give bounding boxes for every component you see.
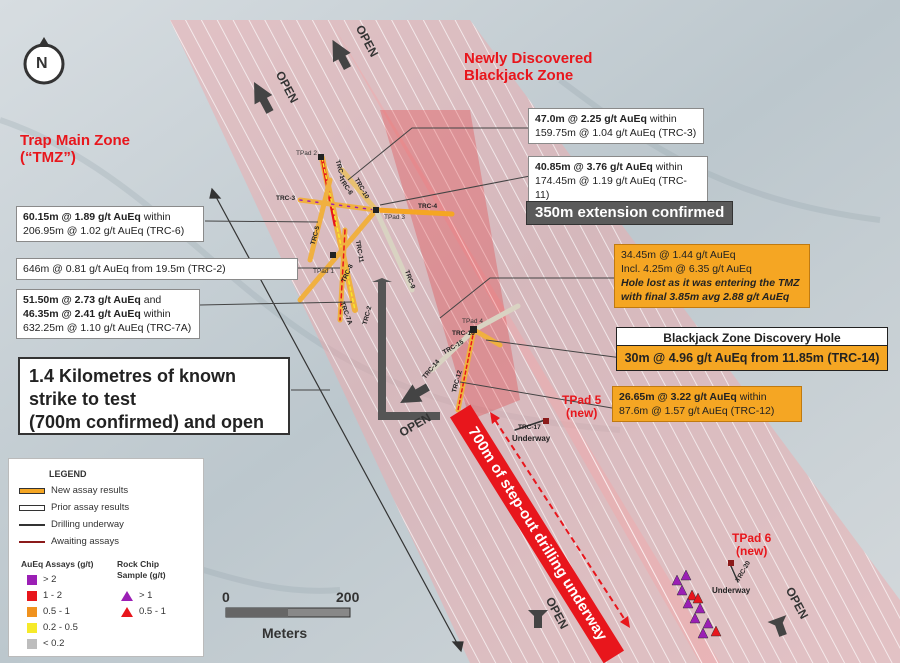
drill-pads: [318, 154, 734, 566]
aueq-swatch-1: [27, 574, 37, 585]
aueq-row-2: 1 - 2: [27, 590, 62, 601]
aueq-label-3: 0.5 - 1: [43, 606, 70, 617]
trc2-text: 646m @ 0.81 g/t AuEq from 19.5m (TRC-2): [23, 263, 226, 275]
tmz-zone-band: [170, 20, 720, 663]
trc12-line2: 87.6m @ 1.57 g/t AuEq (TRC-12): [619, 405, 775, 417]
open-arrows: [254, 39, 787, 637]
hole-label-trc3: TRC-3: [276, 195, 296, 202]
trc7a-and: and: [140, 294, 162, 306]
trc6-within: within: [140, 211, 171, 223]
aueq-row-5: < 0.2: [27, 638, 64, 649]
trc11-highlight: 40.85m @ 3.76 g/t AuEq: [535, 161, 653, 173]
legend-row-prior-assay: Prior assay results: [19, 502, 129, 513]
aueq-label-1: > 2: [43, 574, 57, 585]
trc11-within: within: [652, 161, 683, 173]
callout-trc12: 26.65m @ 3.22 g/t AuEq within 87.6m @ 1.…: [612, 386, 802, 422]
north-arrow: [23, 37, 65, 85]
aueq-label-2: 1 - 2: [43, 590, 63, 601]
trap-main-zone-title: Trap Main Zone (“TMZ”): [20, 132, 131, 166]
extension-callout: 350m extension confirmed: [526, 201, 734, 225]
tpad3-label: TPad 3: [384, 214, 405, 221]
rock-swatch-1: [121, 590, 133, 601]
aueq-title: AuEq Assays (g/t): [21, 559, 94, 569]
trc16-line1: 34.45m @ 1.44 g/t AuEq: [621, 249, 736, 261]
drilling-label: Drilling underway: [51, 519, 124, 530]
discovery-hole-value: 30m @ 4.96 g/t AuEq from 11.85m (TRC-14): [616, 345, 888, 371]
rock-chip-title: Rock Chip Sample (g/t): [117, 559, 166, 580]
underway-label-trc20: Underway: [712, 586, 751, 595]
blackjack-zone-band: [330, 20, 900, 663]
aueq-row-4: 0.2 - 0.5: [27, 622, 78, 633]
callout-trc7a: 51.50m @ 2.73 g/t AuEq and 46.35m @ 2.41…: [16, 289, 200, 339]
aueq-swatch-5: [27, 638, 37, 649]
legend-title: LEGEND: [49, 469, 87, 479]
callout-trc6: 60.15m @ 1.89 g/t AuEq within 206.95m @ …: [16, 206, 204, 242]
tpad2-label: TPad 2: [296, 150, 317, 157]
leader-lines: [199, 127, 623, 409]
trc16-line3: Hole lost as it was entering the TMZ: [621, 277, 800, 289]
aueq-label-4: 0.2 - 0.5: [43, 622, 78, 633]
drill-traces-blackjack: [429, 303, 739, 583]
callout-trc16: 34.45m @ 1.44 g/t AuEq Incl. 4.25m @ 6.3…: [614, 244, 810, 308]
trc16-line4: with final 3.85m avg 2.88 g/t AuEq: [621, 291, 790, 303]
new-assay-label: New assay results: [51, 485, 129, 496]
tpad1-label: TPad 1: [313, 268, 334, 275]
trc3-line2: 159.75m @ 1.04 g/t AuEq (TRC-3): [535, 127, 697, 139]
legend-panel: LEGEND New assay results Prior assay res…: [8, 458, 204, 657]
aueq-swatch-4: [27, 622, 37, 633]
legend-row-drilling: Drilling underway: [19, 519, 124, 530]
awaiting-label: Awaiting assays: [51, 536, 119, 547]
trc7a-within: within: [140, 308, 171, 320]
aueq-row-1: > 2: [27, 574, 56, 585]
tpad5-label: TPad 5 (new): [562, 393, 602, 420]
awaiting-swatch: [19, 540, 45, 543]
rock-swatch-2: [121, 606, 133, 617]
trc11-line2: 174.45m @ 1.19 g/t AuEq (TRC-11): [535, 175, 687, 201]
drill-traces-tmz: [297, 155, 455, 323]
trc3-within: within: [646, 113, 677, 125]
callout-trc3: 47.0m @ 2.25 g/t AuEq within 159.75m @ 1…: [528, 108, 704, 144]
aueq-swatch-3: [27, 606, 37, 617]
scale-start-label: 0: [222, 589, 230, 605]
rock-row-1: > 1: [121, 590, 152, 601]
trc3-highlight: 47.0m @ 2.25 g/t AuEq: [535, 113, 647, 125]
extension-arrow: [372, 278, 440, 420]
drilling-swatch: [19, 523, 45, 526]
north-label: N: [36, 55, 48, 72]
scale-end-label: 200: [336, 589, 360, 605]
rock-chip-samples: [671, 569, 722, 639]
prior-assay-swatch: [19, 504, 45, 511]
trc6-line2: 206.95m @ 1.02 g/t AuEq (TRC-6): [23, 225, 185, 237]
trc7a-highlight-1: 51.50m @ 2.73 g/t AuEq: [23, 294, 141, 306]
callout-trc2: 646m @ 0.81 g/t AuEq from 19.5m (TRC-2): [16, 258, 298, 280]
rock-label-1: > 1: [139, 590, 153, 601]
tpad4-label: TPad 4: [462, 318, 483, 325]
strike-box: 1.4 Kilometres of known strike to test (…: [18, 357, 290, 435]
hole-label-trc4: TRC-4: [418, 203, 438, 210]
new-assay-swatch: [19, 487, 45, 494]
underway-label-trc17: Underway: [512, 434, 551, 443]
trc7a-highlight-2: 46.35m @ 2.41 g/t AuEq: [23, 308, 141, 320]
trc7a-line3: 632.25m @ 1.10 g/t AuEq (TRC-7A): [23, 322, 192, 334]
stepout-arrow: [490, 412, 630, 628]
tpad6-label: TPad 6 (new): [732, 531, 772, 558]
blackjack-zone-title: Newly Discovered Blackjack Zone: [464, 50, 593, 84]
legend-row-new-assay: New assay results: [19, 485, 128, 496]
aueq-row-3: 0.5 - 1: [27, 606, 70, 617]
trc12-within: within: [736, 391, 767, 403]
callout-trc11: 40.85m @ 3.76 g/t AuEq within 174.45m @ …: [528, 156, 708, 206]
scale-unit-label: Meters: [262, 625, 308, 641]
trc6-highlight: 60.15m @ 1.89 g/t AuEq: [23, 211, 141, 223]
scale-bar: [225, 607, 351, 618]
trc12-highlight: 26.65m @ 3.22 g/t AuEq: [619, 391, 737, 403]
legend-row-awaiting: Awaiting assays: [19, 536, 119, 547]
aueq-label-5: < 0.2: [43, 638, 65, 649]
prior-assay-label: Prior assay results: [51, 502, 130, 513]
hole-label-trc17: TRC-17: [518, 424, 541, 431]
trc16-line2: Incl. 4.25m @ 6.35 g/t AuEq: [621, 263, 752, 275]
rock-label-2: 0.5 - 1: [139, 606, 166, 617]
hole-label-trc16: TRC-16: [452, 330, 475, 337]
aueq-swatch-2: [27, 590, 37, 601]
rock-row-2: 0.5 - 1: [121, 606, 166, 617]
